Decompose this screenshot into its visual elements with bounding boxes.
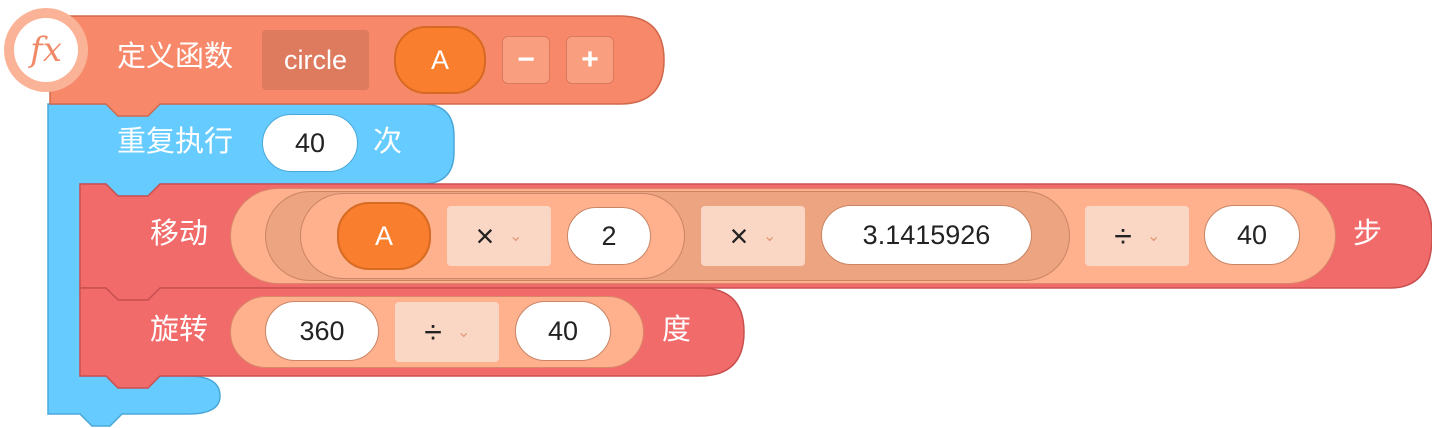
function-name: circle — [283, 44, 347, 75]
multiply-operator-1[interactable]: × ⌄ — [447, 206, 551, 266]
multiply-icon: × — [729, 217, 749, 254]
fx-icon-circle: fx — [14, 18, 78, 82]
repeat-label: 重复执行 — [117, 126, 234, 158]
number-input-40[interactable]: 40 — [1204, 205, 1300, 265]
chevron-down-icon: ⌄ — [457, 324, 471, 341]
move-unit: 步 — [1353, 218, 1383, 250]
repeat-count-input[interactable]: 40 — [262, 114, 358, 172]
define-label: 定义函数 — [117, 41, 234, 73]
function-name-field[interactable]: circle — [262, 30, 369, 90]
remove-param-button[interactable]: − — [502, 36, 550, 84]
add-param-button[interactable]: + — [566, 36, 614, 84]
chevron-down-icon: ⌄ — [509, 228, 523, 245]
move-label: 移动 — [150, 218, 209, 250]
chevron-down-icon: ⌄ — [763, 228, 777, 245]
number-input-2[interactable]: 2 — [567, 207, 651, 265]
divide-operator[interactable]: ÷ ⌄ — [1085, 206, 1189, 266]
divide-icon: ÷ — [424, 313, 442, 350]
multiply-operator-2[interactable]: × ⌄ — [701, 206, 805, 266]
parameter-A-label: A — [430, 44, 449, 75]
fx-icon: fx — [30, 30, 62, 70]
turn-label: 旋转 — [150, 314, 209, 346]
parameter-A[interactable]: A — [394, 26, 486, 94]
multiply-icon: × — [475, 217, 495, 254]
variable-A[interactable]: A — [337, 202, 431, 270]
chevron-down-icon: ⌄ — [1147, 228, 1161, 245]
repeat-unit: 次 — [373, 126, 403, 158]
variable-A-label: A — [374, 220, 393, 251]
number-input-turn-40[interactable]: 40 — [515, 301, 611, 361]
divide-icon: ÷ — [1114, 217, 1132, 254]
number-input-pi[interactable]: 3.1415926 — [821, 205, 1032, 265]
number-input-360[interactable]: 360 — [265, 301, 379, 361]
turn-divide-operator[interactable]: ÷ ⌄ — [395, 302, 499, 362]
plus-icon: + — [581, 43, 599, 76]
minus-icon: − — [517, 43, 535, 76]
turn-unit: 度 — [662, 314, 692, 346]
